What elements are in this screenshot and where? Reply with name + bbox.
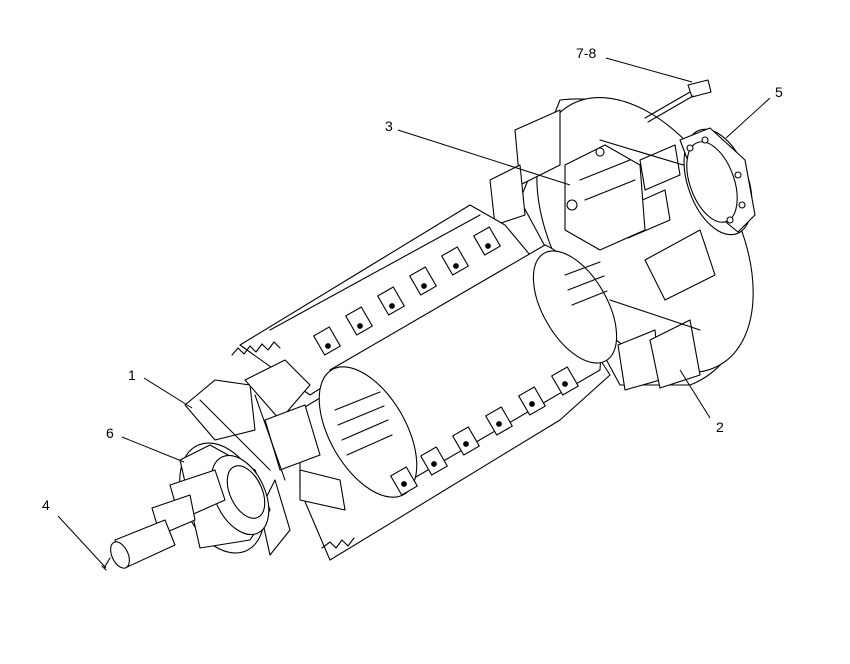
leader-line-2	[679, 369, 711, 419]
callout-label-5: 5	[775, 84, 783, 100]
rear-hub	[564, 144, 646, 251]
leader-line-6	[121, 436, 185, 463]
leader-line-1	[143, 377, 193, 409]
leader-lines	[57, 57, 771, 569]
callout-label-2: 2	[716, 419, 724, 435]
end-flange	[679, 127, 756, 236]
callout-label-1: 1	[128, 367, 136, 383]
callout-labels: 1 2 3 4 5 6 7-8	[42, 45, 783, 513]
upper-coil-clips	[313, 226, 501, 356]
callout-label-3: 3	[385, 118, 393, 134]
lower-coil-clips	[390, 366, 579, 496]
leader-line-5	[725, 97, 771, 139]
shaft	[101, 469, 226, 571]
leader-line-4	[57, 515, 107, 569]
callout-label-7-8: 7-8	[576, 45, 596, 61]
leader-line-3	[397, 129, 571, 186]
callout-label-6: 6	[106, 425, 114, 441]
rotor-pole-assembly	[231, 204, 618, 561]
front-fan	[184, 359, 346, 556]
callout-label-4: 4	[42, 497, 50, 513]
bolt	[644, 79, 712, 123]
leader-line-7-8	[605, 57, 693, 83]
